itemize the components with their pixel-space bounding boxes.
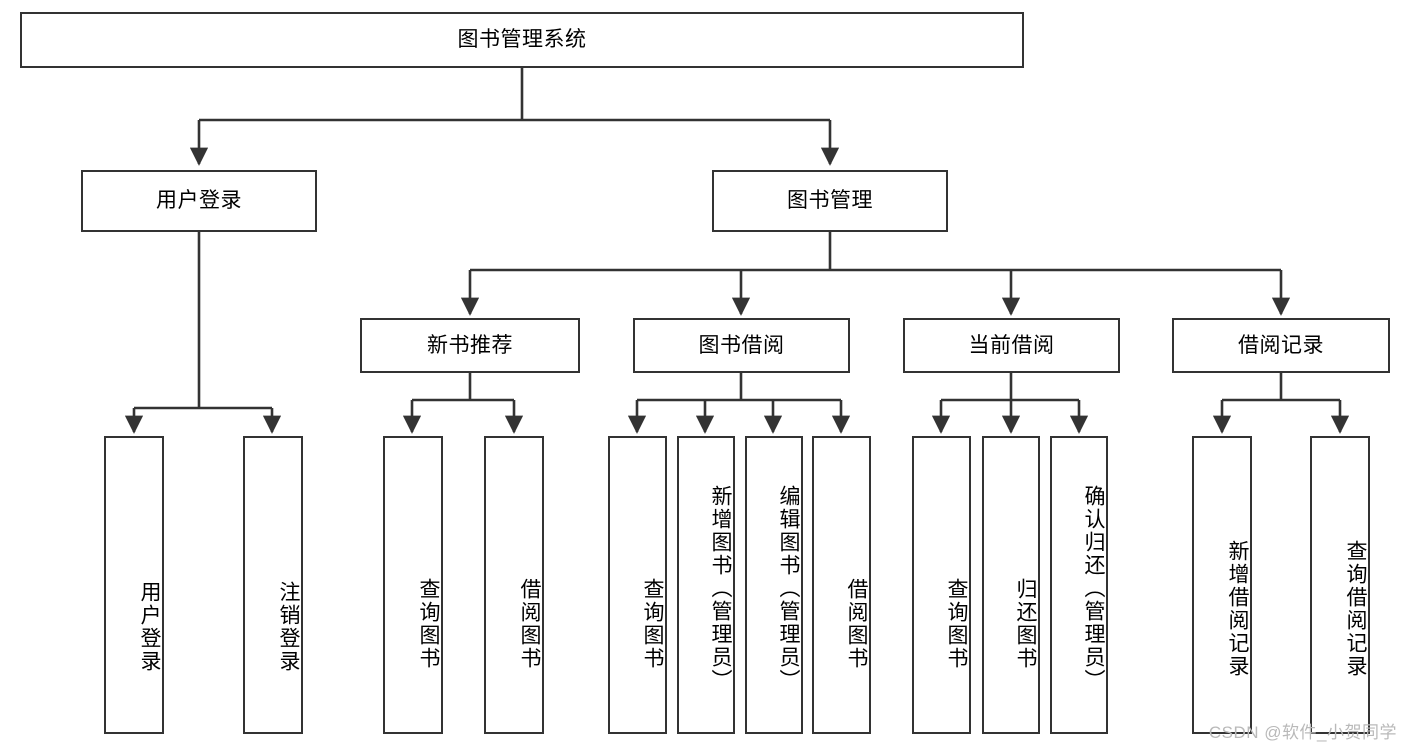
leaf-current-borrow-return[interactable]: 归还图书	[982, 436, 1040, 734]
leaf-user-login-signout[interactable]: 注销登录	[243, 436, 303, 734]
node-book-management[interactable]: 图书管理	[712, 170, 948, 232]
leaf-book-borrow-borrow[interactable]: 借阅图书	[812, 436, 871, 734]
node-new-book-recommend[interactable]: 新书推荐	[360, 318, 580, 373]
leaf-new-book-borrow[interactable]: 借阅图书	[484, 436, 544, 734]
watermark-text: CSDN @软件_小贺同学	[1208, 723, 1397, 742]
leaf-borrow-record-add[interactable]: 新增借阅记录	[1192, 436, 1252, 734]
node-current-borrow[interactable]: 当前借阅	[903, 318, 1120, 373]
node-borrow-record[interactable]: 借阅记录	[1172, 318, 1390, 373]
leaf-book-borrow-add-admin[interactable]: 新增图书（管理员）	[677, 436, 735, 734]
leaf-book-borrow-edit-admin[interactable]: 编辑图书（管理员）	[745, 436, 803, 734]
node-user-login[interactable]: 用户登录	[81, 170, 317, 232]
leaf-new-book-query[interactable]: 查询图书	[383, 436, 443, 734]
leaf-user-login-signin[interactable]: 用户登录	[104, 436, 164, 734]
node-root-book-management-system[interactable]: 图书管理系统	[20, 12, 1024, 68]
leaf-current-borrow-confirm-admin[interactable]: 确认归还（管理员）	[1050, 436, 1108, 734]
node-book-borrow[interactable]: 图书借阅	[633, 318, 850, 373]
leaf-book-borrow-query[interactable]: 查询图书	[608, 436, 667, 734]
leaf-current-borrow-query[interactable]: 查询图书	[912, 436, 971, 734]
leaf-borrow-record-query[interactable]: 查询借阅记录	[1310, 436, 1370, 734]
